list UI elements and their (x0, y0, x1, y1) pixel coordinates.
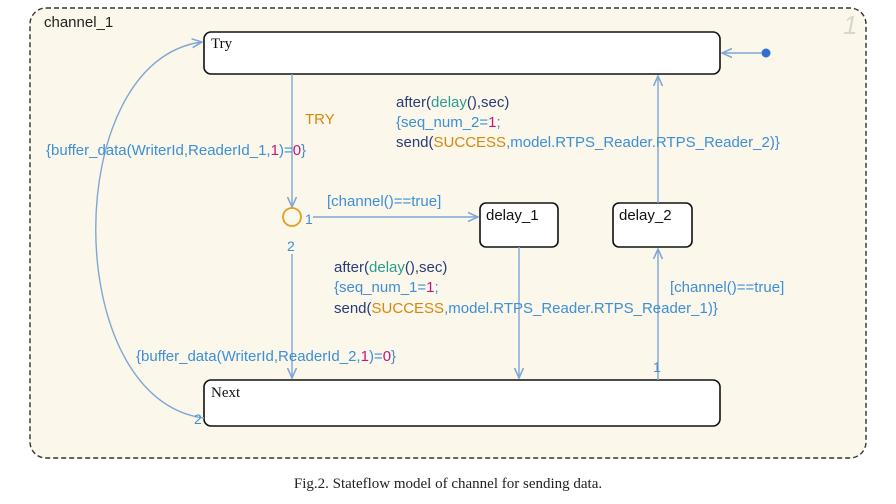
default-transition (722, 49, 771, 58)
junction-port-2: 2 (287, 238, 295, 254)
svg-text:send(SUCCESS,model.RTPS_Reader: send(SUCCESS,model.RTPS_Reader.RTPS_Read… (396, 134, 780, 151)
chart-container (29, 7, 867, 459)
chart-name: channel_1 (44, 14, 113, 31)
state-delay-1[interactable]: delay_1 (479, 202, 559, 248)
figure-caption: Fig.2. Stateflow model of channel for se… (293, 476, 603, 492)
state-delay-1-label: delay_1 (486, 207, 539, 224)
loop-action-label: {buffer_data(WriterId,ReaderId_1,1)=0} (46, 142, 306, 159)
transition-channel-true-2: [channel()==true] (670, 279, 784, 296)
transition-next-to-try-loop[interactable] (95, 42, 205, 419)
state-next[interactable]: Next (203, 379, 721, 427)
svg-text:send(SUCCESS,model.RTPS_Reader: send(SUCCESS,model.RTPS_Reader.RTPS_Read… (334, 300, 718, 317)
delay-2-action-label: after(delay(),sec) {seq_num_2=1; send(SU… (396, 94, 780, 151)
junction[interactable] (282, 207, 302, 227)
transition-next-to-delay-2-order: 1 (653, 359, 661, 375)
svg-text:{seq_num_2=1;: {seq_num_2=1; (396, 114, 501, 131)
chart-number: 1 (843, 10, 857, 40)
state-delay-2[interactable]: delay_2 (612, 202, 693, 248)
transition-channel-true-1: [channel()==true] (327, 193, 441, 210)
junction-port-1: 1 (305, 211, 313, 227)
svg-text:after(delay(),sec): after(delay(),sec) (334, 259, 447, 276)
svg-text:after(delay(),sec): after(delay(),sec) (396, 94, 509, 111)
junction-action-label: {buffer_data(WriterId,ReaderId_2,1)=0} (136, 348, 396, 365)
state-delay-2-label: delay_2 (619, 207, 672, 224)
delay-1-action-label: after(delay(),sec) {seq_num_1=1; send(SU… (334, 259, 718, 317)
state-try[interactable]: Try (203, 31, 721, 75)
state-next-label: Next (211, 385, 241, 401)
svg-text:{seq_num_1=1;: {seq_num_1=1; (334, 279, 439, 296)
transition-try-label: TRY (305, 111, 335, 128)
transition-next-to-try-order: 2 (194, 411, 202, 427)
state-try-label: Try (211, 36, 233, 52)
